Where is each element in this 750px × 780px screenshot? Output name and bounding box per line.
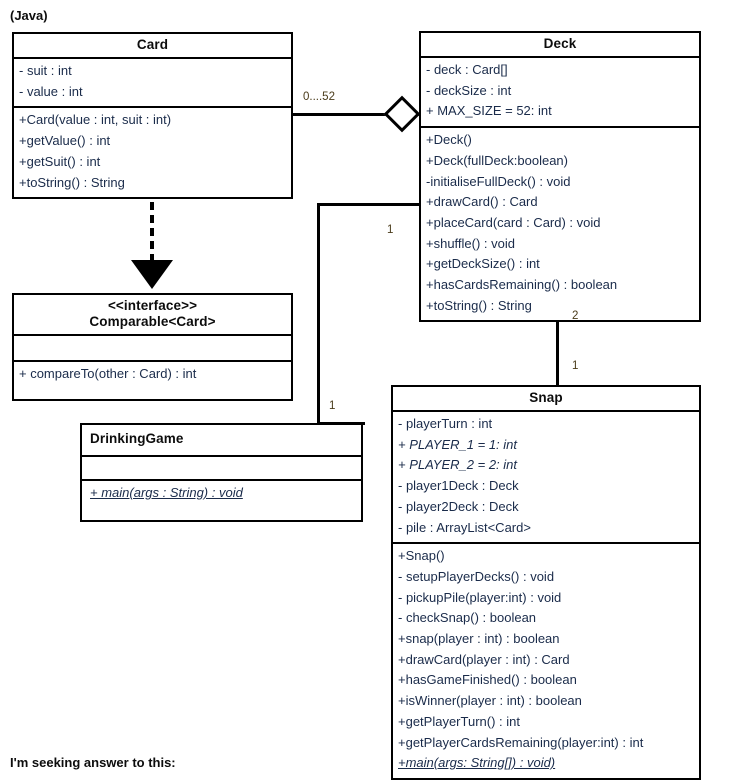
method-row: +getPlayerCardsRemaining(player:int) : i… (398, 734, 644, 750)
method-row: -initialiseFullDeck() : void (426, 173, 571, 189)
interface-name-comparable: Comparable<Card> (89, 314, 216, 329)
method-row: +shuffle() : void (426, 235, 516, 251)
class-name-drinkinggame: DrinkingGame (90, 431, 184, 446)
method-row: +getPlayerTurn() : int (398, 713, 520, 729)
empty-attributes-placeholder (87, 459, 356, 475)
method-row: +Deck(fullDeck:boolean) (426, 152, 568, 168)
methods-compartment-deck: +Deck() +Deck(fullDeck:boolean) -initial… (421, 126, 699, 320)
methods-compartment-snap: +Snap() - setupPlayerDecks() : void - pi… (393, 542, 699, 778)
attributes-compartment-drinkinggame (82, 455, 361, 479)
method-row: +snap(player : int) : boolean (398, 631, 560, 647)
class-name-snap: Snap (529, 390, 563, 405)
attributes-compartment-deck: - deck : Card[] - deckSize : int + MAX_S… (421, 56, 699, 126)
multiplicity-card-deck: 0....52 (303, 91, 335, 103)
attribute-row: - deckSize : int (426, 82, 512, 98)
method-row: - setupPlayerDecks() : void (398, 568, 555, 584)
method-row: +hasGameFinished() : boolean (398, 672, 577, 688)
method-row: +getDeckSize() : int (426, 256, 540, 272)
multiplicity-deck-snap-top: 2 (572, 310, 579, 322)
method-row: - checkSnap() : boolean (398, 610, 537, 626)
method-row: +placeCard(card : Card) : void (426, 214, 601, 230)
connector-deck-snap-line (556, 299, 559, 387)
class-name-deck: Deck (543, 36, 577, 51)
class-box-snap[interactable]: Snap - playerTurn : int + PLAYER_1 = 1: … (391, 385, 701, 780)
attribute-row: - pile : ArrayList<Card> (398, 519, 531, 535)
multiplicity-deck-snap-bottom: 1 (572, 360, 579, 372)
attribute-row: - suit : int (19, 63, 72, 78)
method-row: + main(args : String) : void (90, 485, 243, 500)
class-box-drinkinggame[interactable]: DrinkingGame + main(args : String) : voi… (80, 423, 363, 522)
attributes-compartment-comparable (14, 334, 291, 360)
attribute-row: + PLAYER_2 = 2: int (398, 457, 517, 473)
class-box-deck[interactable]: Deck - deck : Card[] - deckSize : int + … (419, 31, 701, 323)
attribute-row: - player1Deck : Deck (398, 478, 519, 494)
realization-arrowhead-comparable (131, 260, 173, 289)
attribute-row: - value : int (19, 83, 83, 99)
method-row: +drawCard(player : int) : Card (398, 651, 570, 667)
method-row: +Card(value : int, suit : int) (19, 112, 172, 128)
method-row: +drawCard() : Card (426, 194, 538, 210)
class-box-comparable[interactable]: <<interface>> Comparable<Card> + compare… (12, 293, 293, 401)
attributes-compartment-snap: - playerTurn : int + PLAYER_1 = 1: int +… (393, 410, 699, 542)
method-row: +toString() : String (19, 174, 125, 190)
method-row: + compareTo(other : Card) : int (19, 366, 197, 381)
class-name-card: Card (136, 37, 169, 52)
attribute-row: - player2Deck : Deck (398, 498, 519, 514)
attribute-row: - deck : Card[] (426, 62, 508, 77)
method-row: +Deck() (426, 132, 472, 148)
method-row: +toString() : String (426, 297, 532, 313)
class-box-card[interactable]: Card - suit : int - value : int +Card(va… (12, 32, 293, 200)
method-row: +main(args: String[]) : void) (398, 755, 556, 771)
multiplicity-deck-drinkinggame-bottom: 1 (329, 400, 336, 412)
multiplicity-deck-drinkinggame-top: 1 (387, 224, 394, 236)
attribute-row: - playerTurn : int (398, 416, 493, 431)
methods-compartment-comparable: + compareTo(other : Card) : int (14, 360, 291, 399)
aggregation-diamond-deck (383, 95, 421, 133)
method-row: - pickupPile(player:int) : void (398, 589, 562, 605)
method-row: +getValue() : int (19, 133, 111, 149)
method-row: +getSuit() : int (19, 153, 101, 169)
interface-stereotype-comparable: <<interface>> (107, 298, 198, 313)
method-row: +Snap() (398, 548, 445, 564)
connector-deck-drinkinggame-vertical-segment (317, 203, 320, 425)
attributes-compartment-card: - suit : int - value : int (14, 57, 291, 106)
realization-dashed-line-card-comparable (150, 202, 154, 262)
methods-compartment-drinkinggame: + main(args : String) : void (82, 479, 361, 520)
attribute-row: + MAX_SIZE = 52: int (426, 103, 552, 119)
language-note: (Java) (10, 8, 48, 23)
connector-deck-drinkinggame-top-segment (317, 203, 421, 206)
method-row: +hasCardsRemaining() : boolean (426, 277, 618, 293)
empty-attributes-placeholder (19, 338, 286, 356)
footer-question-text: I'm seeking answer to this: (10, 755, 176, 770)
methods-compartment-card: +Card(value : int, suit : int) +getValue… (14, 106, 291, 197)
method-row: +isWinner(player : int) : boolean (398, 693, 582, 709)
attribute-row: + PLAYER_1 = 1: int (398, 436, 517, 452)
connector-card-deck-line (292, 113, 429, 116)
